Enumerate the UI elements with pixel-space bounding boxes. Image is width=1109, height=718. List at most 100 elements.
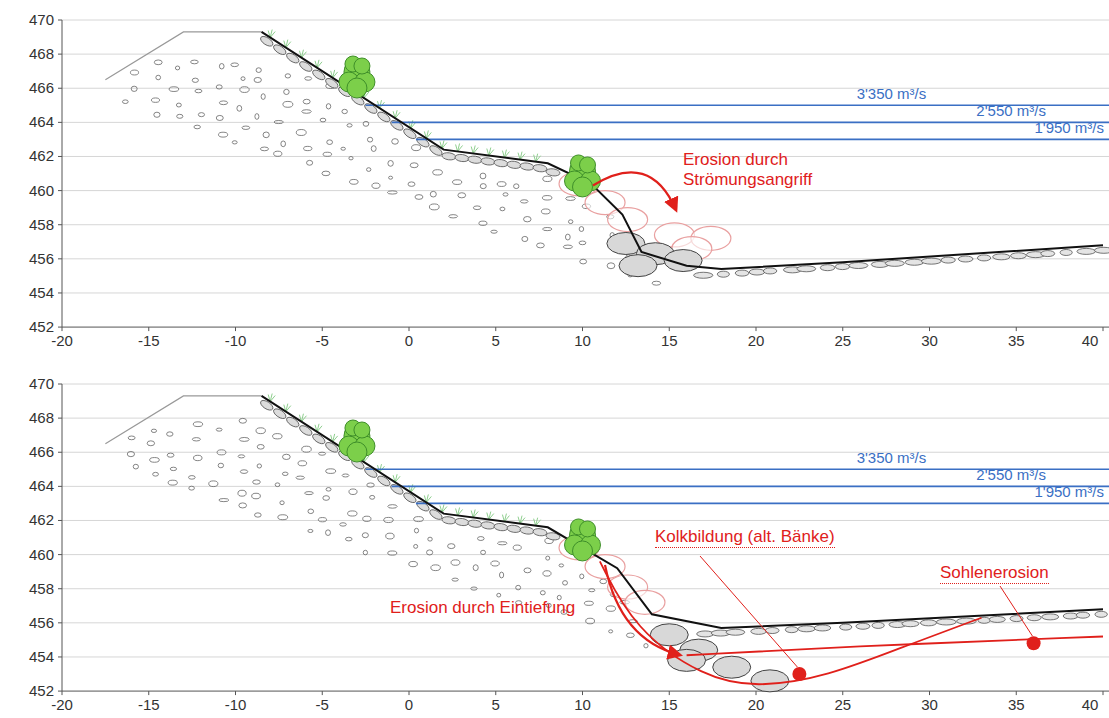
gravel-grain [481,550,486,554]
gravel-grain [282,472,288,475]
gravel-grain [586,618,595,624]
bed-stone [1042,614,1059,620]
gravel-grain [254,77,261,82]
gravel-grain [296,476,304,479]
gravel-grain [169,87,179,92]
riprap-stone [468,155,483,164]
gravel-grain [607,263,615,269]
axis-tick-label: 0 [405,332,413,349]
gravel-grain [153,472,159,476]
discharge-label: 1'950 m³/s [1034,119,1104,136]
gravel-grain [479,221,487,225]
grid-line [62,384,1109,385]
gravel-grain [122,100,128,104]
gravel-grain [218,463,223,468]
riprap-stone [520,526,535,535]
gravel-grain [198,113,204,117]
axis-tick-label: 40 [1082,332,1099,349]
bed-stone [726,629,745,635]
tick-mark [58,691,62,692]
axis-tick-label: -20 [51,696,73,713]
gravel-grain [563,245,572,249]
gravel-grain [524,568,531,573]
scour-curve [600,561,982,684]
gravel-grain [216,428,222,431]
tick-mark [322,691,323,695]
gravel-grain [367,483,375,487]
grass-tuft [456,143,463,151]
gravel-grain [559,564,564,567]
gravel-grain [218,132,227,137]
discharge-label: 1'950 m³/s [1034,483,1104,500]
bed-stone [820,265,835,271]
gravel-grain [478,537,485,541]
riprap-stone [441,152,456,161]
grid-line [62,418,1109,419]
tick-mark [322,327,323,331]
tick-mark [756,691,757,695]
gravel-grain [327,140,333,145]
axis-tick-label: 462 [29,511,54,528]
gravel-grain [606,606,615,611]
bed-stone [798,626,815,632]
discharge-label: 2'550 m³/s [976,466,1046,483]
gravel-grain [347,124,352,127]
gravel-grain [238,455,245,458]
gravel-grain [589,589,595,592]
bed-stone [1076,612,1089,618]
gravel-grain [239,437,249,441]
gravel-grain [451,560,460,565]
axis-tick-label: 25 [834,332,851,349]
grass-tuft [518,516,525,524]
bed-stone [735,270,749,276]
axis-tick-label: 456 [29,614,54,631]
marker-dot [792,667,806,681]
gravel-grain [371,146,376,152]
gravel-grain [170,467,176,470]
water-level-line [392,122,1109,124]
tick-mark [1016,327,1017,331]
gravel-grain [194,455,203,460]
gravel-grain [193,422,202,427]
grass-tuft [518,152,525,160]
gravel-grain [453,180,462,185]
gravel-grain [176,103,181,107]
tick-mark [58,122,62,123]
bed-stone [902,621,919,627]
gravel-grain [543,227,552,230]
tick-mark [58,292,62,293]
axis-tick-label: 470 [29,11,54,28]
tick-mark [842,691,843,695]
gravel-grain [280,501,284,505]
gravel-grain [389,176,393,179]
grass-tuft [471,146,478,154]
gravel-grain [219,499,229,502]
gravel-grain [392,139,399,145]
bush-symbol [339,56,375,98]
gravel-grain [253,480,261,484]
gravel-grain [491,230,497,233]
gravel-grain [231,63,239,67]
gravel-grain [546,556,550,560]
tick-mark [582,691,583,695]
gravel-grain [281,141,286,147]
riprap-block [619,255,657,277]
tick-mark [409,327,410,331]
tick-mark [58,486,62,487]
gravel-grain [154,112,160,117]
bed-stone [920,620,936,626]
grid-line [62,486,1109,487]
gravel-grain [350,179,359,184]
axis-tick-label: 460 [29,546,54,563]
gravel-grain [194,125,201,129]
tick-mark [582,327,583,331]
axis-line [62,384,63,691]
gravel-grain [370,495,375,499]
dike-outline [105,32,261,80]
bed-stone [1095,611,1107,617]
gravel-grain [130,70,138,75]
tick-mark [58,554,62,555]
tick-mark [495,327,496,331]
riprap-stone [285,415,301,428]
gravel-grain [318,518,326,522]
